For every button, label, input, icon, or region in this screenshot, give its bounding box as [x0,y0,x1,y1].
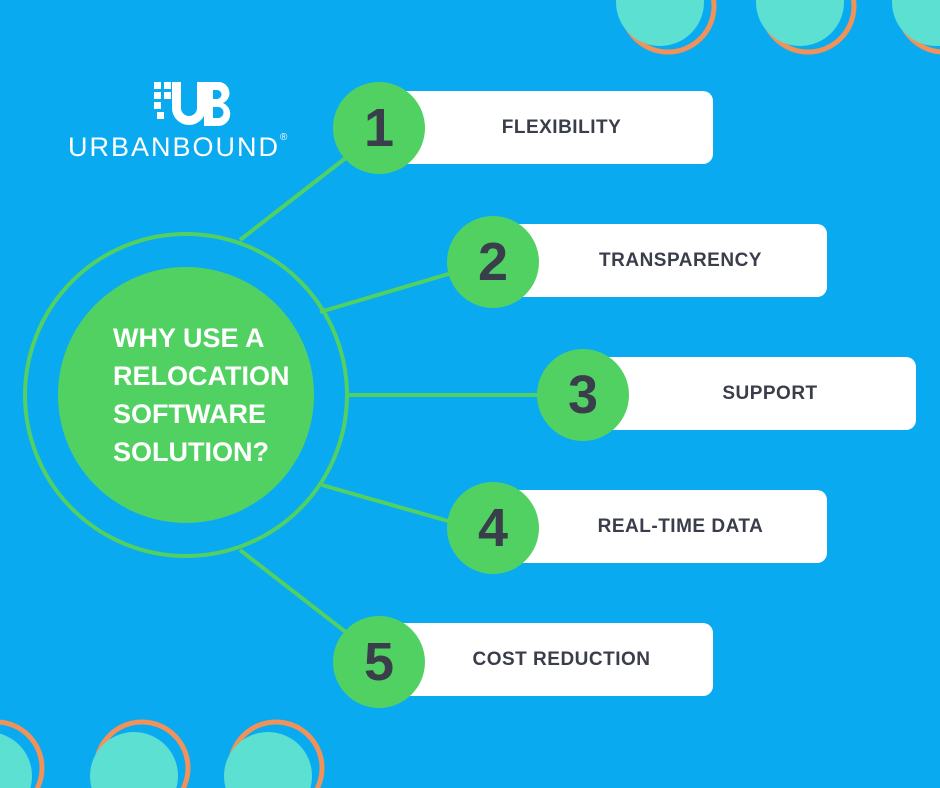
decor-circle [756,0,844,46]
decor-circle [892,0,940,46]
hub-circle: WHY USE A RELOCATION SOFTWARE SOLUTION? [58,267,314,523]
item-number: 2 [477,232,509,292]
decor-circles-bottom [0,719,325,788]
item-number: 5 [363,632,395,692]
item-label: FLEXIBILITY [501,116,622,138]
hub-title: WHY USE A RELOCATION SOFTWARE SOLUTION? [113,323,290,467]
item-badge-3: 3 [537,349,629,441]
item-label: COST REDUCTION [472,648,651,670]
item-card-3: SUPPORT [584,357,916,430]
item-card-2: TRANSPARENCY [494,224,827,297]
item-badge-5: 5 [333,616,425,708]
item-card-1: FLEXIBILITY [380,91,713,164]
item-card-4: REAL-TIME DATA [494,490,827,563]
decor-circle [90,732,178,788]
connectors [238,148,550,642]
item-label: REAL-TIME DATA [597,515,764,537]
connector-line-1 [238,148,358,242]
hub-outer-ring [23,232,349,558]
decor-circle [0,719,45,788]
item-number: 1 [363,98,395,158]
decor-circle [224,732,312,788]
decor-circle [616,0,704,46]
connector-line-4 [321,483,463,527]
decor-circle [0,733,32,788]
item-badge-4: 4 [447,482,539,574]
connector-line-5 [238,548,358,642]
item-label: TRANSPARENCY [599,249,762,271]
item-badge-1: 1 [333,82,425,174]
item-label: SUPPORT [722,382,818,404]
ub-logo-mark [154,81,231,127]
connector-line-2 [319,268,463,314]
brand-name: URBANBOUND® [68,132,290,162]
decor-circles-top [616,0,940,55]
item-number: 4 [477,498,509,558]
item-number: 3 [567,365,599,425]
item-card-5: COST REDUCTION [380,623,713,696]
item-badge-2: 2 [447,216,539,308]
urbanbound-logo: URBANBOUND® [68,80,318,162]
